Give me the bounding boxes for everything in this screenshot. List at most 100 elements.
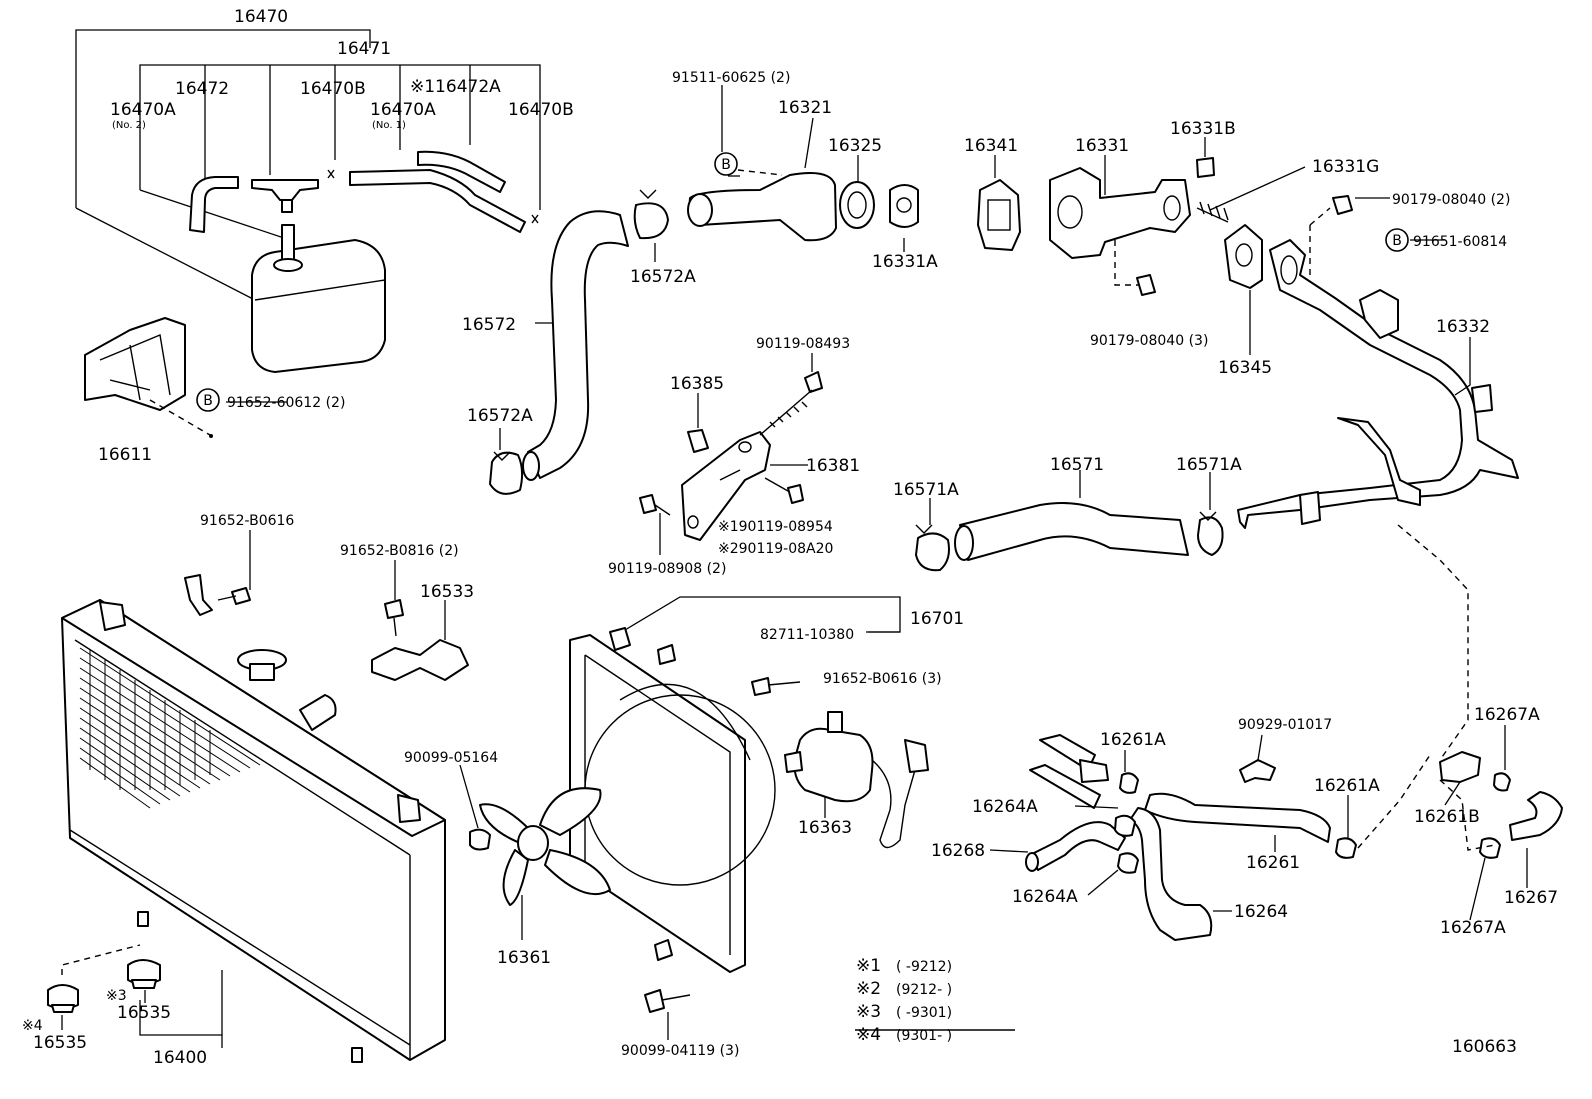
model-year-legend: ※1 ( -9212) ※2 (9212- ) ※3 ( -9301) ※4 (…: [855, 956, 1015, 1045]
label-16472: 16472: [175, 79, 229, 99]
label-16363: 16363: [798, 818, 852, 838]
label-90119-08493: 90119-08493: [756, 336, 850, 352]
diagram-number: 160663: [1452, 1037, 1517, 1057]
union-16261B: [1439, 751, 1481, 783]
heater-hose-group: [1025, 734, 1563, 941]
label-16261A-a: 16261A: [1100, 730, 1166, 750]
label-90099-04119: 90099-04119 (3): [621, 1043, 739, 1059]
hose-16470A: [349, 169, 526, 233]
hose-116472A: [417, 150, 506, 193]
bracket-16381: [681, 431, 771, 541]
label-16701: 16701: [910, 609, 964, 629]
label-16385: 16385: [670, 374, 724, 394]
hose-16264: [1129, 807, 1213, 941]
fan-motor-16363: [784, 711, 929, 849]
label-16400: 16400: [153, 1048, 207, 1068]
label-16381: 16381: [806, 456, 860, 476]
hose-clamp-16571A-b: [1197, 516, 1224, 556]
upper-radiator-hose-16572: [527, 210, 629, 479]
radiator-upper-tank: [61, 599, 446, 837]
b-marker-group: B B B: [196, 152, 1409, 412]
label-16470B-a: 16470B: [300, 79, 366, 99]
label-16361: 16361: [497, 948, 551, 968]
hose-clamp-16572A-upper: [633, 202, 669, 240]
label-116472A: ※116472A: [410, 77, 501, 97]
label-91651-60814: 91651-60814: [1413, 234, 1507, 250]
label-91652-B0616: 91652-B0616: [200, 513, 294, 529]
svg-text:B: B: [203, 393, 213, 409]
bracket-group: [639, 371, 823, 541]
label-16267A-a: 16267A: [1474, 705, 1540, 725]
label-16264: 16264: [1234, 902, 1288, 922]
radiator-bolts: [184, 574, 469, 681]
pipe-16268: [1029, 821, 1126, 871]
label-91652-B0616-3: 91652-B0616 (3): [823, 671, 942, 687]
label-16572: 16572: [462, 315, 516, 335]
nut-90099-05164: [469, 828, 491, 851]
legend-3-mark: ※3: [856, 1002, 881, 1022]
label-16535-a-mark: ※4: [22, 1018, 43, 1034]
reservoir-cap: [251, 179, 319, 201]
label-16470A-no2: 16470A: [110, 100, 176, 120]
water-inlet-16331: [1049, 167, 1191, 259]
legend-4-range: (9301- ): [896, 1028, 952, 1044]
reservoir-tank: [251, 239, 386, 373]
legend-4-mark: ※4: [856, 1025, 881, 1045]
reservoir-tank-group: [75, 29, 541, 438]
label-16264A-b: 16264A: [1012, 887, 1078, 907]
label-16571A-a: 16571A: [893, 480, 959, 500]
label-16331: 16331: [1075, 136, 1129, 156]
legend-1-range: ( -9212): [896, 959, 952, 975]
label-16267A-b: 16267A: [1440, 918, 1506, 938]
label-16470: 16470: [234, 7, 288, 27]
label-16261A-b: 16261A: [1314, 776, 1380, 796]
leader-lines: [61, 85, 1528, 1040]
gasket-16345: [1224, 224, 1263, 289]
label-91652-B0816: 91652-B0816 (2): [340, 543, 459, 559]
label-16341: 16341: [964, 136, 1018, 156]
label-16331G: 16331G: [1312, 157, 1379, 177]
radiator-inlet-pipe: [299, 694, 337, 731]
bolt-90119-08908: [639, 494, 657, 514]
label-16331A: 16331A: [872, 252, 938, 272]
part-number-labels: 16470 16471 16472 16470B ※116472A 16470A…: [22, 7, 1558, 1068]
upper-hose-group: [489, 169, 919, 495]
label-16321: 16321: [778, 98, 832, 118]
label-16332: 16332: [1436, 317, 1490, 337]
label-16470A-no1: 16470A: [370, 100, 436, 120]
svg-text:B: B: [1392, 233, 1402, 249]
label-16331B: 16331B: [1170, 119, 1236, 139]
label-16533: 16533: [420, 582, 474, 602]
lower-radiator-hose-16571: [959, 502, 1189, 561]
legend-1-mark: ※1: [856, 956, 881, 976]
clip-82711-10380: [657, 644, 676, 665]
legend-3-range: ( -9301): [896, 1005, 952, 1021]
label-16264A-a: 16264A: [972, 797, 1038, 817]
gasket-16341: [977, 179, 1021, 251]
hose-16261: [1144, 792, 1331, 843]
label-16471: 16471: [337, 39, 391, 59]
label-90119-08954: ※190119-08954: [718, 519, 833, 535]
bolt-90119-08493: [804, 371, 823, 393]
label-16470A-no1-note: (No. 1): [372, 120, 406, 131]
label-16470A-no2-note: (No. 2): [112, 120, 146, 131]
label-16268: 16268: [931, 841, 985, 861]
fan-shroud-group: [469, 596, 929, 1013]
label-16571: 16571: [1050, 455, 1104, 475]
water-bypass-pipe-16332: [1237, 239, 1519, 529]
hose-clamp-16572A-lower: [489, 451, 524, 495]
hose-clamp-16571A-a: [915, 532, 950, 572]
label-16261B: 16261B: [1414, 807, 1480, 827]
bolt-91652-B0816: [384, 599, 404, 619]
label-91652-60612: 91652-60612 (2): [227, 395, 345, 411]
label-82711-10380: 82711-10380: [760, 627, 854, 643]
legend-2-mark: ※2: [856, 979, 881, 999]
label-90099-05164: 90099-05164: [404, 750, 498, 766]
radiator-fins: [79, 647, 261, 809]
label-90929-01017: 90929-01017: [1238, 717, 1332, 733]
label-16535-b: 16535: [117, 1003, 171, 1023]
bracket-16533: [371, 639, 469, 681]
label-16572A-a: 16572A: [630, 267, 696, 287]
thermostat-16331A: [889, 184, 919, 228]
